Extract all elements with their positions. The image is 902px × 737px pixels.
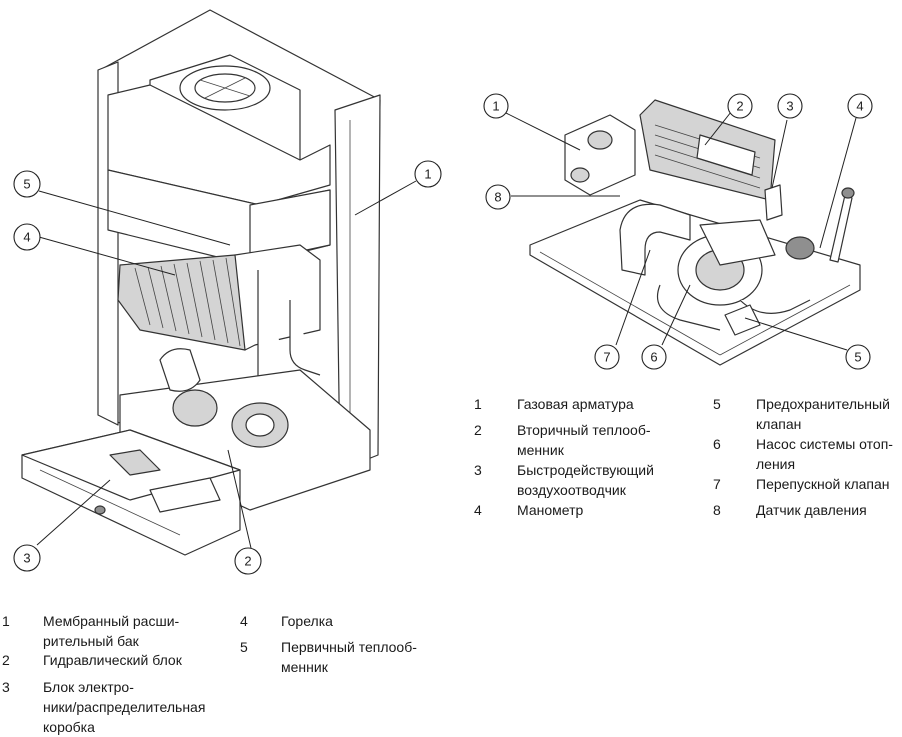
boiler-callout-3-label: 3 bbox=[23, 551, 30, 566]
boiler-leaders bbox=[36, 180, 417, 549]
legend-number: 2 bbox=[474, 422, 482, 438]
hydraulic-callout-2-label: 2 bbox=[736, 99, 743, 114]
hydraulic-callout-7-label: 7 bbox=[603, 350, 610, 365]
legend-text: Горелка bbox=[281, 613, 333, 629]
legend-number: 5 bbox=[713, 396, 721, 412]
hydraulic-block-drawing bbox=[529, 99, 861, 366]
legend-number: 3 bbox=[2, 679, 10, 695]
hydraulic-callout-1: 1 bbox=[483, 93, 509, 119]
legend-text: Вторичный теплооб-менник bbox=[517, 422, 651, 458]
hydraulic-callout-4: 4 bbox=[847, 93, 873, 119]
hydraulic-callout-5-label: 5 bbox=[854, 350, 861, 365]
legend-text: Манометр bbox=[517, 502, 584, 518]
hydraulic-callout-2: 2 bbox=[727, 93, 753, 119]
boiler-drawing bbox=[21, 9, 381, 556]
legend-text: Насос системы отоп-ления bbox=[756, 436, 893, 472]
hydraulic-callout-4-label: 4 bbox=[856, 99, 863, 114]
boiler-callout-5: 5 bbox=[13, 170, 41, 198]
boiler-callout-4: 4 bbox=[13, 223, 41, 251]
legend-text: Первичный теплооб-менник bbox=[281, 639, 417, 675]
hydraulic-callout-8-label: 8 bbox=[494, 190, 501, 205]
legend-number: 8 bbox=[713, 502, 721, 518]
hydraulic-callout-1-label: 1 bbox=[492, 99, 499, 114]
legend-number: 4 bbox=[240, 613, 248, 629]
legend-number: 1 bbox=[2, 613, 10, 629]
hydraulic-callout-7: 7 bbox=[594, 344, 620, 370]
legend-number: 2 bbox=[2, 652, 10, 668]
boiler-callout-1-label: 1 bbox=[424, 167, 431, 182]
legend-number: 3 bbox=[474, 462, 482, 478]
hydraulic-callout-3-label: 3 bbox=[786, 99, 793, 114]
boiler-callout-2-label: 2 bbox=[244, 554, 251, 569]
legend-number: 1 bbox=[474, 396, 482, 412]
boiler-callout-2: 2 bbox=[234, 547, 262, 575]
boiler-callout-3: 3 bbox=[13, 544, 41, 572]
boiler-callout-1: 1 bbox=[414, 160, 442, 188]
legend-text: Мембранный расши-рительный бак bbox=[43, 613, 180, 649]
hydraulic-callout-6: 6 bbox=[641, 344, 667, 370]
legend-number: 7 bbox=[713, 476, 721, 492]
hydraulic-callout-6-label: 6 bbox=[650, 350, 657, 365]
legend-number: 5 bbox=[240, 639, 248, 655]
boiler-callout-5-label: 5 bbox=[23, 177, 30, 192]
legend-number: 4 bbox=[474, 502, 482, 518]
legend-text: Газовая арматура bbox=[517, 396, 634, 412]
legend-text: Гидравлический блок bbox=[43, 652, 182, 668]
hydraulic-callout-3: 3 bbox=[777, 93, 803, 119]
hydraulic-callout-5: 5 bbox=[845, 344, 871, 370]
hydraulic-leaders bbox=[505, 111, 857, 351]
legend-number: 6 bbox=[713, 436, 721, 452]
boiler-callout-4-label: 4 bbox=[23, 230, 30, 245]
legend-text: Перепускной клапан bbox=[756, 476, 890, 492]
hydraulic-callout-8: 8 bbox=[485, 184, 511, 210]
legend-text: Датчик давления bbox=[756, 502, 867, 518]
